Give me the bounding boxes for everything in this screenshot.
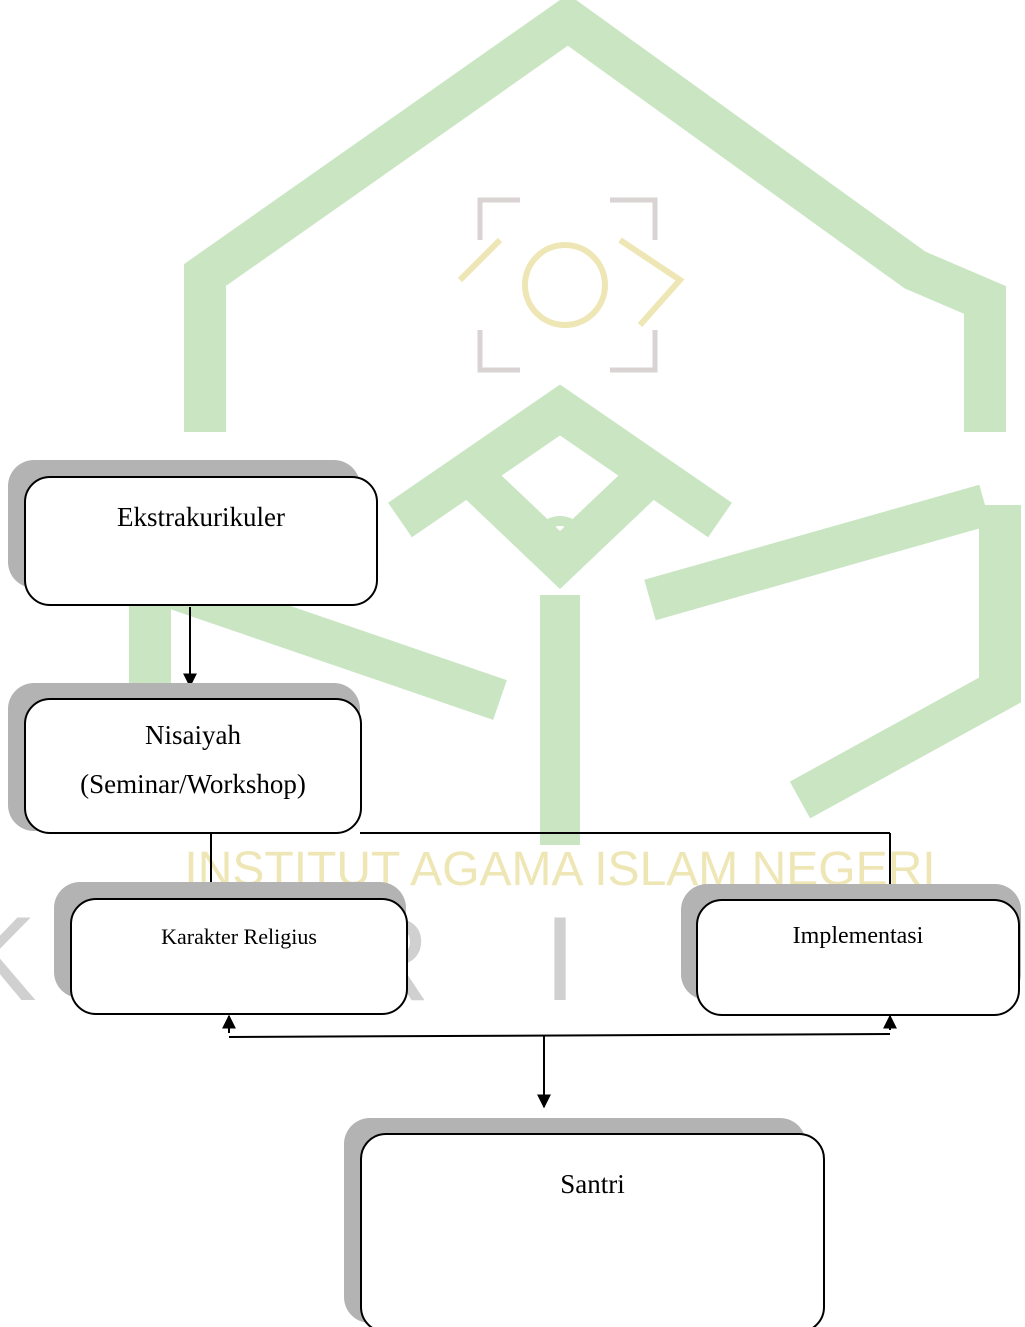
node-implementasi-label: Implementasi (792, 923, 924, 949)
node-nisaiyah-title: Nisaiyah (145, 720, 241, 750)
node-karakter-religius-label: Karakter Religius (161, 924, 317, 949)
node-ekstrakurikuler: Ekstrakurikuler (24, 476, 378, 606)
node-santri-label: Santri (560, 1169, 625, 1199)
line-bottom-connector (228, 1033, 891, 1038)
node-ekstrakurikuler-label: Ekstrakurikuler (117, 502, 285, 532)
node-implementasi: Implementasi (696, 899, 1020, 1016)
node-nisaiyah-subtitle: (Seminar/Workshop) (80, 769, 306, 799)
node-nisaiyah: Nisaiyah (Seminar/Workshop) (24, 698, 362, 834)
node-karakter-religius: Karakter Religius (70, 898, 408, 1015)
node-santri: Santri (360, 1133, 825, 1327)
